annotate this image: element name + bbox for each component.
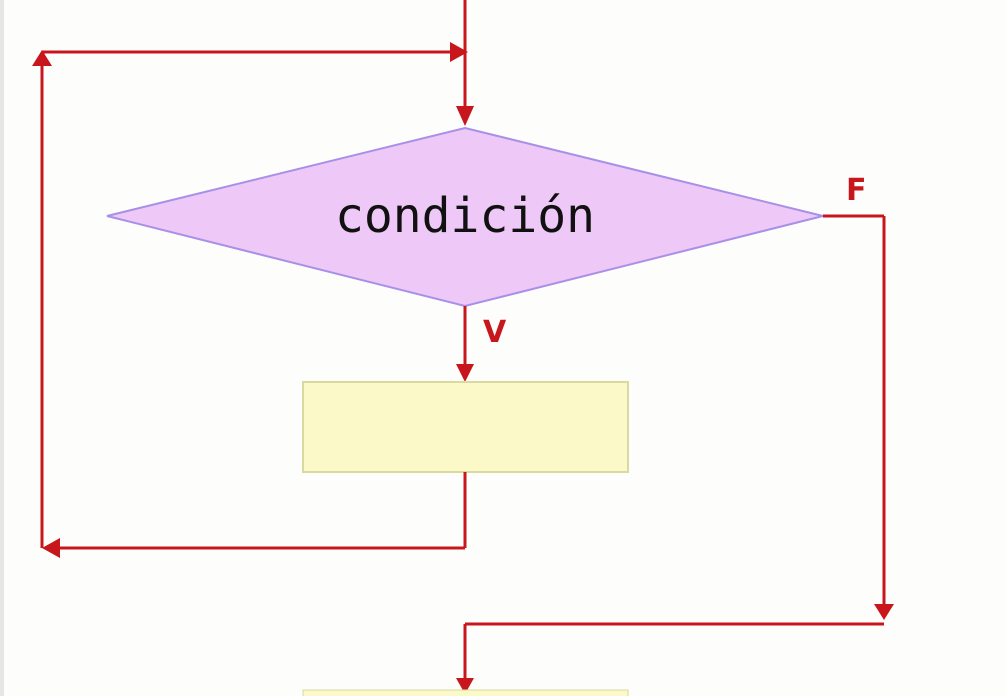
- exit-arrowhead: [456, 678, 474, 694]
- true-branch-arrowhead: [456, 364, 474, 382]
- loop-left-arrowhead: [32, 50, 52, 66]
- false-branch-label: F: [846, 173, 867, 208]
- false-branch-arrowhead: [874, 604, 894, 620]
- condition-label: condición: [335, 188, 595, 244]
- loop-top-arrowhead: [450, 42, 468, 62]
- true-branch-label: V: [483, 315, 507, 350]
- left-border: [0, 0, 4, 696]
- process-box: [302, 381, 629, 473]
- next-box-hint: [302, 689, 629, 696]
- loop-bottom-arrowhead: [42, 538, 60, 558]
- entry-arrowhead: [456, 106, 474, 126]
